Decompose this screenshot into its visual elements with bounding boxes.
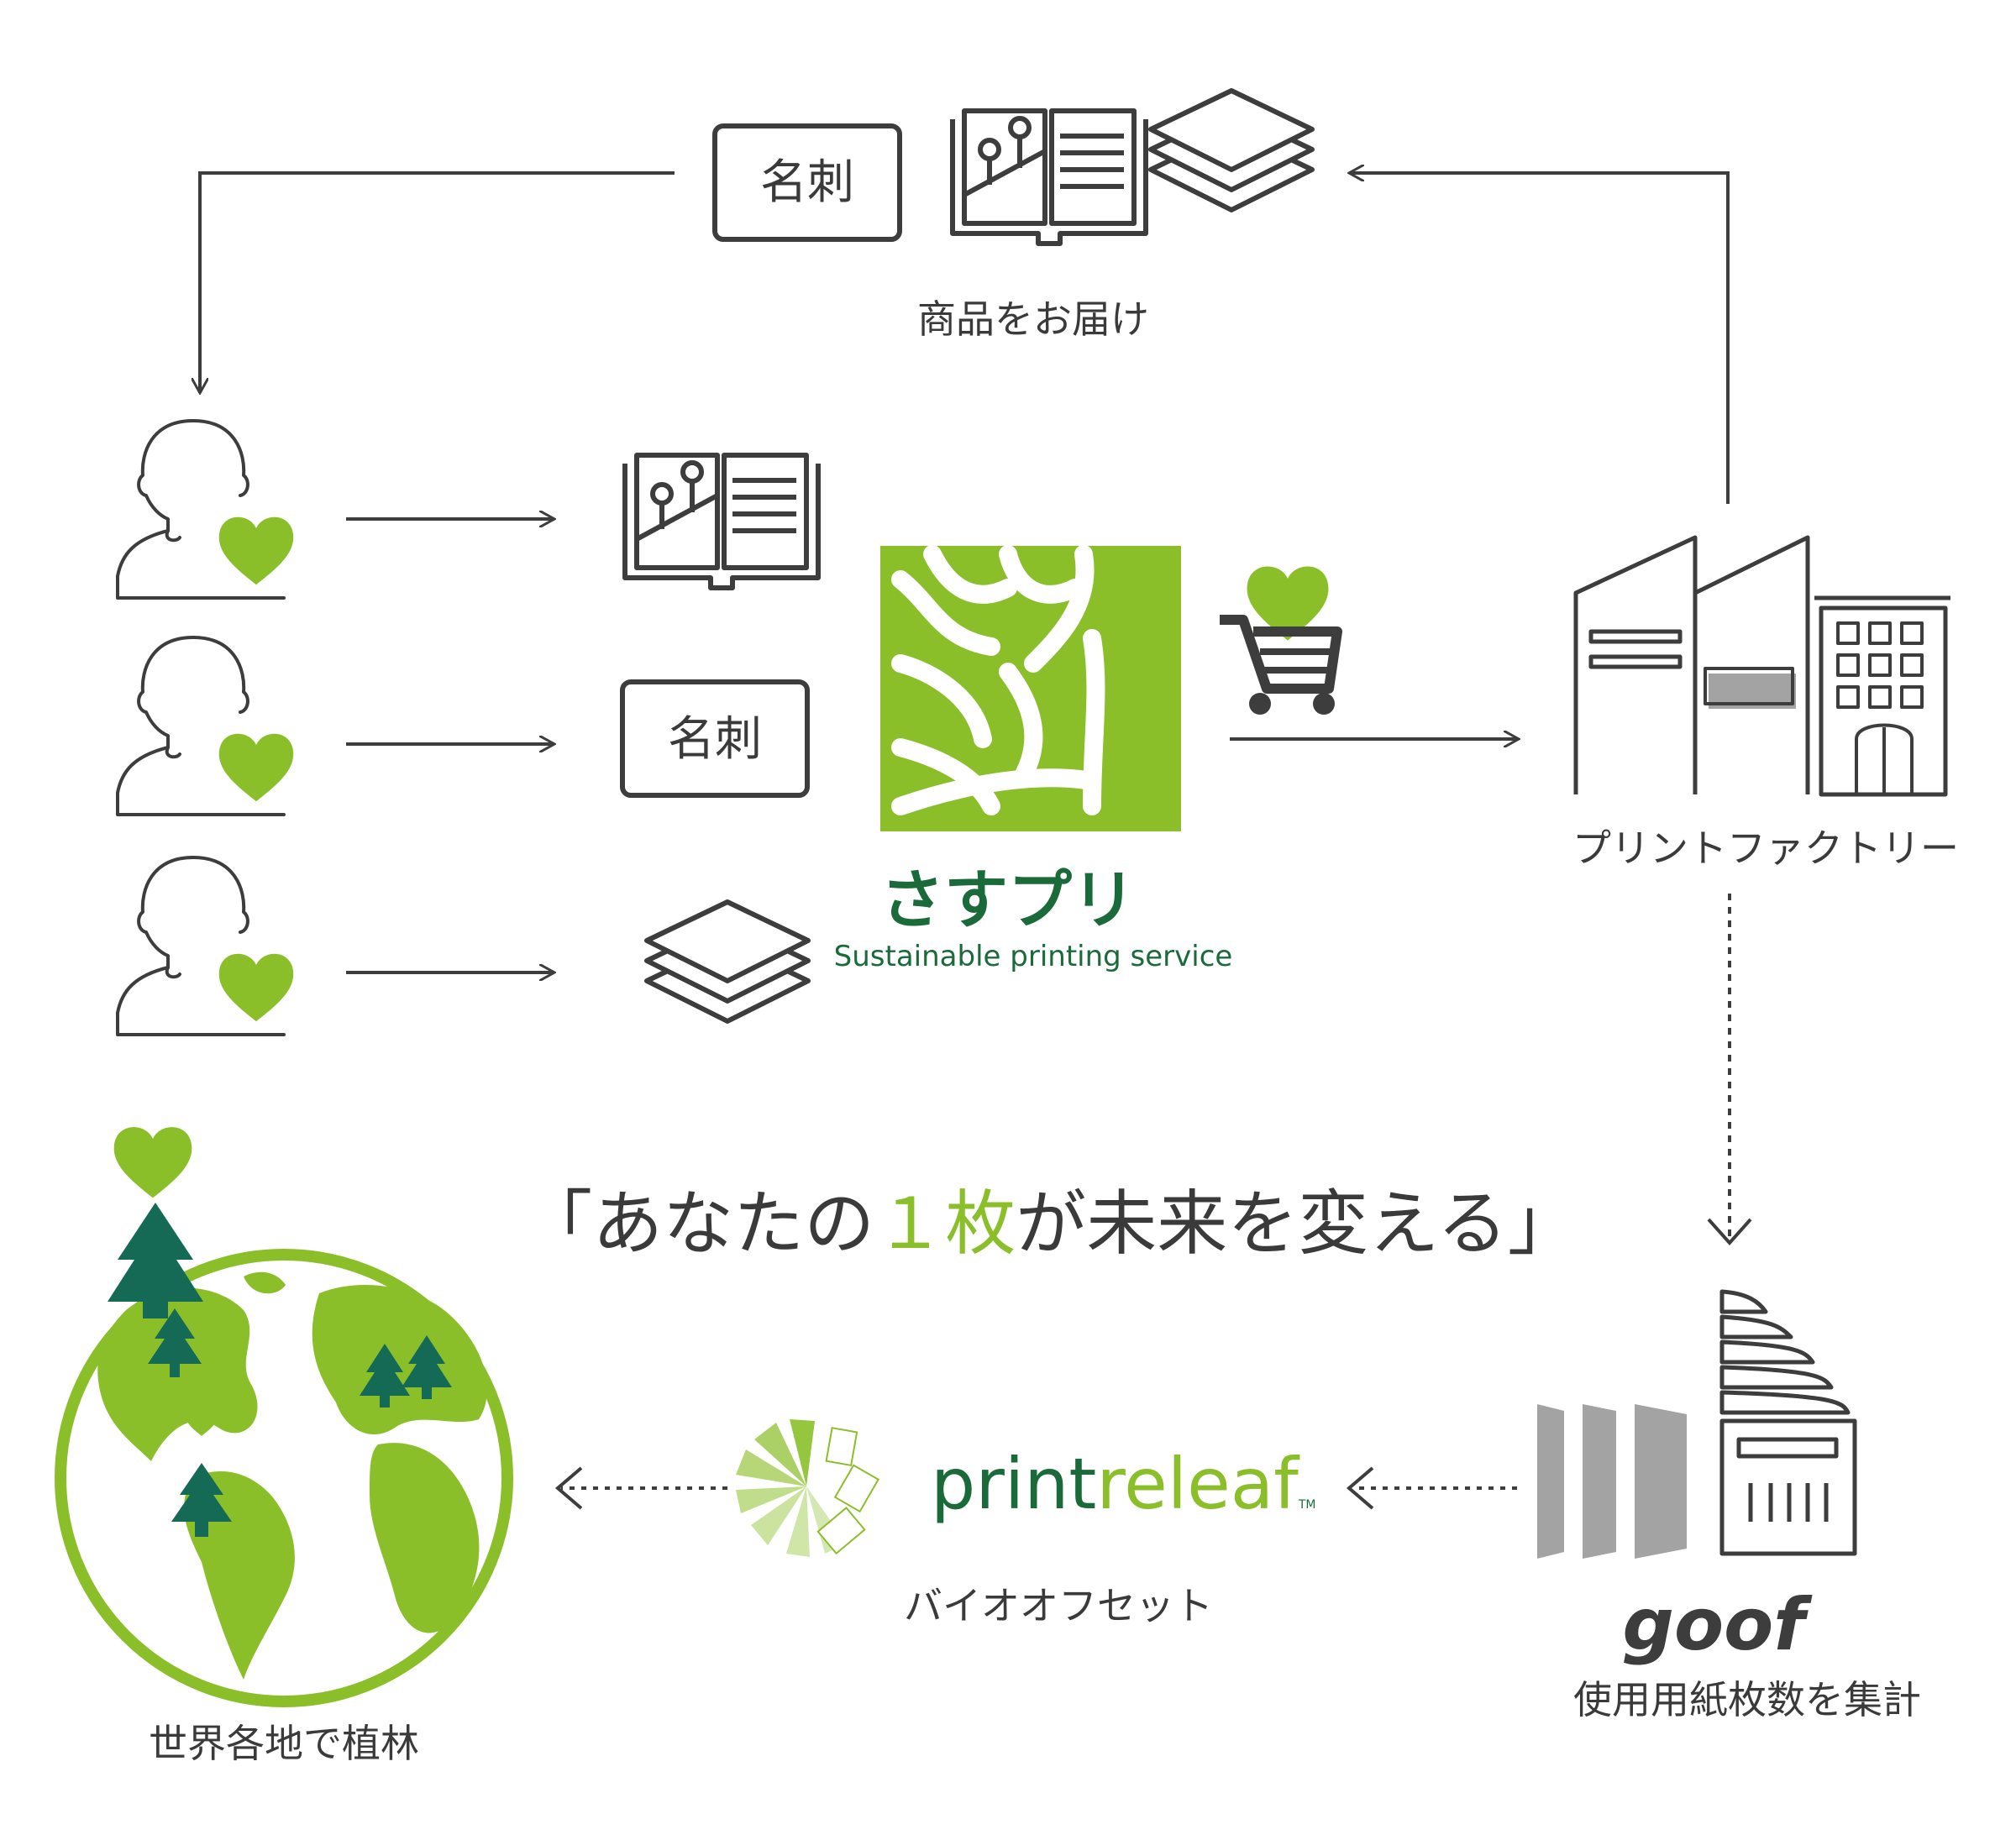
factory-building-icon bbox=[1573, 535, 1950, 797]
delivery-group: 名刺 商品をお届け bbox=[712, 91, 1312, 342]
sasupuri-logo-icon bbox=[880, 545, 1181, 831]
slogan-highlight: １枚 bbox=[874, 1182, 1016, 1265]
customer-icon bbox=[116, 419, 294, 600]
printreleaf-wordmark: printreleafTM bbox=[931, 1443, 1315, 1525]
slogan-open: 「 bbox=[522, 1182, 592, 1265]
factory-caption: プリントファクトリー bbox=[1572, 826, 1959, 871]
paper-stack-icon bbox=[647, 902, 808, 1021]
goof-caption: 使用用紙枚数を集計 bbox=[1573, 1677, 1921, 1722]
slogan-close: 」 bbox=[1508, 1182, 1578, 1265]
printreleaf-caption: バイオオフセット bbox=[904, 1583, 1213, 1628]
catalog-book-icon bbox=[953, 111, 1146, 244]
heart-icon bbox=[218, 953, 294, 1022]
delivery-caption: 商品をお届け bbox=[917, 296, 1149, 342]
heart-icon bbox=[218, 733, 294, 802]
slogan-after: が未来を変える bbox=[1016, 1182, 1507, 1265]
slogan-before: あなたの bbox=[592, 1182, 874, 1265]
heart-icon bbox=[113, 1127, 192, 1198]
shopping-cart-heart-icon bbox=[1220, 566, 1342, 715]
brand-name: さすプリ bbox=[880, 862, 1136, 937]
printreleaf-leaf-icon bbox=[736, 1419, 879, 1557]
business-card-icon: 名刺 bbox=[712, 123, 902, 242]
card-label: 名刺 bbox=[760, 155, 854, 210]
goof-building-icon bbox=[1537, 1289, 1857, 1559]
customer-icon bbox=[116, 636, 294, 816]
catalog-book-icon bbox=[625, 455, 818, 588]
goof-logo: goof bbox=[1622, 1583, 1813, 1667]
printreleaf-part2: releaf bbox=[1096, 1443, 1300, 1525]
brand-group: さすプリ Sustainable printing service bbox=[834, 545, 1233, 973]
heart-icon bbox=[218, 516, 294, 585]
brand-tagline: Sustainable printing service bbox=[834, 940, 1233, 973]
delivery-arrow bbox=[200, 171, 675, 393]
earth-caption: 世界各地で植林 bbox=[149, 1721, 419, 1766]
printreleaf-tm: TM bbox=[1298, 1498, 1316, 1512]
return-arrow bbox=[1349, 173, 1730, 504]
paper-stack-icon bbox=[1151, 91, 1312, 210]
customer-row-1 bbox=[116, 419, 818, 600]
customer-icon bbox=[116, 856, 294, 1036]
printreleaf-part1: print bbox=[931, 1443, 1096, 1525]
customer-row-3 bbox=[116, 856, 808, 1036]
business-card-icon: 名刺 bbox=[620, 679, 810, 798]
customer-row-2: 名刺 bbox=[116, 636, 810, 816]
card-label: 名刺 bbox=[668, 712, 762, 767]
earth-trees-icon bbox=[55, 1127, 513, 1707]
slogan: 「あなたの１枚が未来を変える」 bbox=[522, 1182, 1578, 1265]
